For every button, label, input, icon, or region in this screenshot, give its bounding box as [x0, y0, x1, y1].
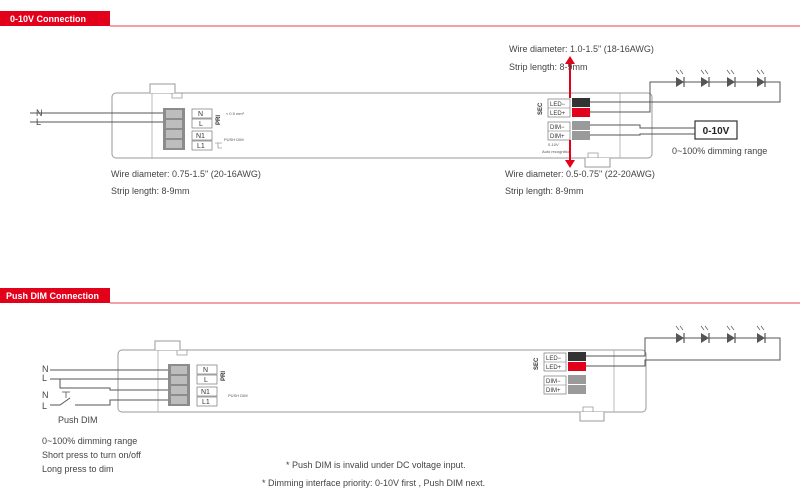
input2-l-label-b: L [42, 401, 47, 411]
controller-wiring-1 [590, 124, 695, 136]
led-wiring-1 [590, 69, 781, 113]
footnote-priority: * Dimming interface priority: 0-10V firs… [262, 478, 485, 488]
push-dim-small: PUSH DIM [224, 137, 244, 142]
wire-spec-top-strip: Strip length: 8-9mm [509, 62, 588, 72]
push-dim-small-2: PUSH DIM [228, 393, 248, 398]
sec-dim-terminal-2 [543, 375, 586, 395]
input-wires-2 [50, 369, 170, 406]
push-dim-switch-label: Push DIM [58, 415, 98, 425]
pri-terminal-block-1 [163, 108, 213, 151]
led-plus-label: LED+ [550, 111, 566, 117]
controller-0-10v-label: 0-10V [703, 126, 730, 137]
input2-n-label-b: N [42, 390, 49, 400]
led-wiring-2 [586, 325, 781, 367]
wire-arrow-down [565, 140, 575, 168]
wire-spec-bl-diameter: Wire diameter: 0.75-1.5" (20-16AWG) [111, 169, 261, 179]
sec-led-terminal-1 [547, 98, 590, 118]
sec-small-auto: Auto recognition [542, 149, 571, 154]
section-header-push-dim [0, 288, 110, 303]
wire-spec-top-diameter: Wire diameter: 1.0-1.5" (18-16AWG) [509, 44, 654, 54]
input-l-label: L [36, 117, 41, 127]
wire-arrow-up [565, 56, 575, 98]
input-wires-1 [30, 112, 165, 123]
led2-minus-label: LED− [546, 356, 562, 362]
dim2-minus-label: DIM− [546, 379, 561, 385]
wire-spec-br-diameter: Wire diameter: 0.5-0.75" (22-20AWG) [505, 169, 655, 179]
sec-dim-terminal-1 [547, 121, 590, 141]
pri-term-l1: L1 [197, 143, 205, 150]
note-short-press: Short press to turn on/off [42, 450, 141, 460]
pri2-label: PRI [221, 371, 227, 381]
note-long-press: Long press to dim [42, 464, 114, 474]
section-header-0-10v [0, 11, 110, 26]
led2-plus-label: LED+ [546, 365, 562, 371]
pri2-term-l: L [204, 377, 208, 384]
section-title-0-10v: 0-10V Connection [10, 14, 86, 24]
pri2-term-n1: N1 [201, 389, 210, 396]
wire-spec-br-strip: Strip length: 8-9mm [505, 186, 584, 196]
sec-label: SEC [538, 102, 544, 115]
pri-term-l: L [199, 121, 203, 128]
pri-terminal-block-2 [168, 364, 218, 407]
pri-ratings: ≈ 0.5 mm² [226, 111, 245, 116]
sec-small-0-10v: 0-10V [548, 142, 559, 147]
dimming-range-1: 0~100% dimming range [672, 146, 767, 156]
dim2-plus-label: DIM+ [546, 388, 561, 394]
footnote-push-dim-dc: * Push DIM is invalid under DC voltage i… [286, 460, 466, 470]
pri2-term-n: N [203, 367, 208, 374]
driver-body-1 [111, 83, 653, 168]
input2-l-label: L [42, 373, 47, 383]
sec-led-terminal-2 [543, 352, 586, 372]
dim-plus-label: DIM+ [550, 134, 565, 140]
led-minus-label: LED− [550, 102, 566, 108]
wire-spec-bl-strip: Strip length: 8-9mm [111, 186, 190, 196]
pri2-term-l1: L1 [202, 399, 210, 406]
dim-minus-label: DIM− [550, 125, 565, 131]
note-dimming-range: 0~100% dimming range [42, 436, 137, 446]
controller-0-10v-box [694, 120, 738, 140]
input2-n-label: N [42, 364, 49, 374]
sec2-label: SEC [534, 357, 540, 370]
input-n-label: N [36, 108, 43, 118]
push-dim-switch-symbol [215, 142, 222, 149]
driver-body-2 [117, 340, 647, 422]
pri-term-n: N [198, 111, 203, 118]
pri-label: PRI [216, 115, 222, 125]
pri-term-n1: N1 [196, 133, 205, 140]
section-title-push-dim: Push DIM Connection [6, 291, 99, 301]
